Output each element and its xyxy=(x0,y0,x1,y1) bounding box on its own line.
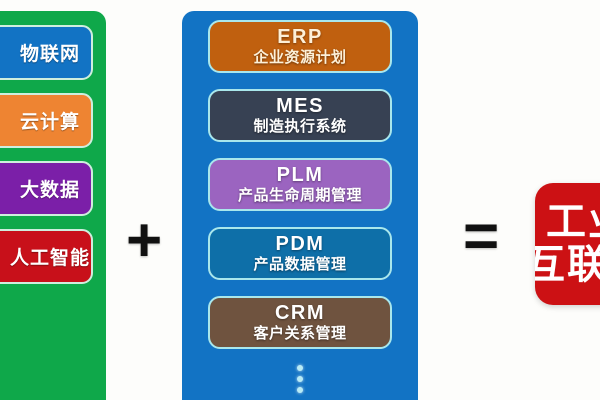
software-card-chinese-name: 产品生命周期管理 xyxy=(237,187,362,205)
software-card-chinese-name: 制造执行系统 xyxy=(253,118,347,136)
software-card-acronym: ERP xyxy=(277,26,323,49)
software-card-mes: MES 制造执行系统 xyxy=(208,89,392,142)
right-panel-industrial-internet: 工业 互联网 xyxy=(535,183,600,305)
software-card-acronym: CRM xyxy=(274,302,326,325)
green-card-label: 物联网 xyxy=(19,44,80,65)
ellipsis-dot xyxy=(297,376,303,382)
software-card-crm: CRM 客户关系管理 xyxy=(208,296,392,349)
vertical-ellipsis-icon xyxy=(182,365,418,393)
software-card-chinese-name: 产品数据管理 xyxy=(253,256,347,274)
left-panel-information-technology: 物联网 云计算 大数据 人工智能 xyxy=(0,11,106,400)
result-line-1: 工业 xyxy=(546,199,600,244)
software-card-chinese-name: 客户关系管理 xyxy=(253,325,347,343)
green-card-label: 云计算 xyxy=(19,112,80,133)
green-card-label: 人工智能 xyxy=(9,248,90,269)
plus-operator-symbol: + xyxy=(126,206,163,275)
green-card-big-data: 大数据 xyxy=(0,161,93,216)
software-card-erp: ERP 企业资源计划 xyxy=(208,20,392,73)
software-card-acronym: PLM xyxy=(276,164,324,187)
software-card-pdm: PDM 产品数据管理 xyxy=(208,227,392,280)
ellipsis-dot xyxy=(297,387,303,393)
software-card-acronym: PDM xyxy=(275,233,325,256)
result-line-2: 互联网 xyxy=(535,243,600,287)
middle-panel-industrial-software: ERP 企业资源计划 MES 制造执行系统 PLM 产品生命周期管理 PDM 产… xyxy=(182,11,418,400)
green-card-artificial-intelligence: 人工智能 xyxy=(0,229,93,284)
green-card-label: 大数据 xyxy=(19,180,80,201)
ellipsis-dot xyxy=(297,365,303,371)
green-card-cloud-computing: 云计算 xyxy=(0,93,93,148)
software-card-plm: PLM 产品生命周期管理 xyxy=(208,158,392,211)
equals-operator-symbol: = xyxy=(463,202,500,271)
software-card-acronym: MES xyxy=(276,95,324,118)
software-card-chinese-name: 企业资源计划 xyxy=(253,49,347,67)
green-card-iot: 物联网 xyxy=(0,25,93,80)
